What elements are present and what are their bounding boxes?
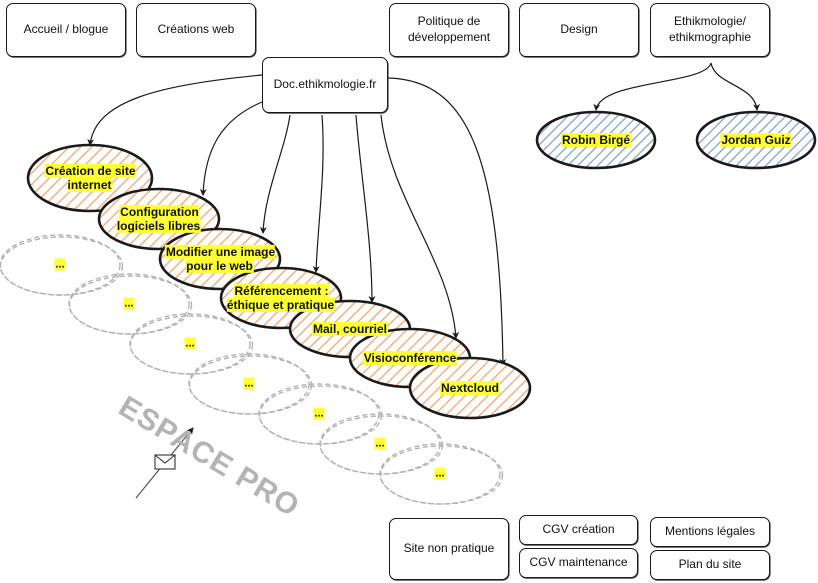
edge-doc-referencement xyxy=(312,114,324,273)
pro-ellipse-3 xyxy=(129,315,254,375)
menu-politique[interactable]: Politique de développement xyxy=(389,3,509,57)
doc-item-creation-label: Création de site internet xyxy=(44,163,136,192)
person-robin-label: Robin Birgé xyxy=(561,132,631,147)
footer-mentions-label: Mentions légales xyxy=(664,524,756,539)
edge-doc-creation xyxy=(87,74,263,146)
edge-doc-mail xyxy=(355,114,376,303)
pro-ellipse-6 xyxy=(319,415,444,475)
pro-item-3[interactable]: ... xyxy=(184,337,196,351)
doc-item-referencement[interactable]: Référencement : éthique et pratique xyxy=(226,283,336,312)
menu-accueil-blogue[interactable]: Accueil / blogue xyxy=(6,3,126,57)
pro-ellipse-4 xyxy=(188,355,313,415)
pro-item-4[interactable]: ... xyxy=(243,377,255,391)
doc-item-config[interactable]: Configuration logiciels libres xyxy=(116,204,202,233)
doc-node[interactable]: Doc.ethikmologie.fr xyxy=(262,57,388,113)
footer-site-non-pratique-label: Site non pratique xyxy=(403,541,495,556)
footer-mentions-legales[interactable]: Mentions légales xyxy=(650,517,770,547)
doc-item-nextcloud-label: Nextcloud xyxy=(439,380,501,395)
edge-doc-nextcloud xyxy=(387,77,507,366)
pro-item-1[interactable]: ... xyxy=(54,258,66,272)
doc-item-mail[interactable]: Mail, courriel xyxy=(311,321,389,336)
footer-site-non-pratique[interactable]: Site non pratique xyxy=(389,518,509,580)
doc-item-creation[interactable]: Création de site internet xyxy=(44,163,136,192)
footer-cgv-maintenance-label: CGV maintenance xyxy=(529,555,628,570)
edge-doc-visio xyxy=(380,114,460,339)
footer-plan-du-site[interactable]: Plan du site xyxy=(650,550,770,580)
person-robin[interactable]: Robin Birgé xyxy=(561,132,631,147)
menu-creations-web[interactable]: Créations web xyxy=(136,3,256,57)
edge-doc-config xyxy=(199,101,263,196)
doc-item-image[interactable]: Modifier une image pour le web xyxy=(164,244,276,273)
menu-design[interactable]: Design xyxy=(519,3,639,57)
menu-creations-label: Créations web xyxy=(157,22,235,37)
pro-item-5[interactable]: ... xyxy=(313,407,325,421)
pro-item-6-label: ... xyxy=(374,437,386,450)
pro-item-4-label: ... xyxy=(243,377,255,390)
person-jordan-label: Jordan Guiz xyxy=(720,132,792,147)
doc-item-nextcloud[interactable]: Nextcloud xyxy=(439,380,501,395)
footer-cgv-creation-label: CGV création xyxy=(542,522,615,537)
envelope-icon xyxy=(154,454,176,470)
doc-item-visio[interactable]: Visioconférence xyxy=(362,350,458,365)
menu-design-label: Design xyxy=(560,22,598,37)
pro-item-7[interactable]: ... xyxy=(434,467,446,481)
doc-node-label: Doc.ethikmologie.fr xyxy=(273,77,377,92)
pro-item-2-label: ... xyxy=(123,297,135,310)
doc-item-referencement-label: Référencement : éthique et pratique xyxy=(226,283,336,312)
edge-ethik-jordan xyxy=(710,62,761,111)
menu-ethik-label: Ethikmologie/ ethikmographie xyxy=(668,14,752,44)
pro-item-6[interactable]: ... xyxy=(374,437,386,451)
footer-cgv-creation[interactable]: CGV création xyxy=(519,515,638,545)
pro-item-5-label: ... xyxy=(313,407,325,420)
pro-ellipse-7 xyxy=(379,445,504,505)
pro-item-2[interactable]: ... xyxy=(123,297,135,311)
menu-politique-label: Politique de développement xyxy=(407,14,491,44)
edge-doc-image xyxy=(259,114,291,234)
pro-item-1-label: ... xyxy=(54,258,66,271)
footer-plan-label: Plan du site xyxy=(678,557,742,572)
doc-item-mail-label: Mail, courriel xyxy=(311,321,389,336)
edge-ethik-robin xyxy=(593,62,712,111)
person-jordan[interactable]: Jordan Guiz xyxy=(720,132,792,147)
doc-item-visio-label: Visioconférence xyxy=(362,350,458,365)
doc-item-config-label: Configuration logiciels libres xyxy=(116,204,202,233)
pro-ellipse-1 xyxy=(0,236,124,296)
pro-ellipse-2 xyxy=(68,275,193,335)
pro-item-7-label: ... xyxy=(434,467,446,480)
footer-cgv-maintenance[interactable]: CGV maintenance xyxy=(519,548,638,578)
menu-ethikmologie[interactable]: Ethikmologie/ ethikmographie xyxy=(650,3,770,57)
menu-accueil-label: Accueil / blogue xyxy=(23,22,109,37)
pro-item-3-label: ... xyxy=(184,337,196,350)
doc-item-image-label: Modifier une image pour le web xyxy=(164,244,276,273)
